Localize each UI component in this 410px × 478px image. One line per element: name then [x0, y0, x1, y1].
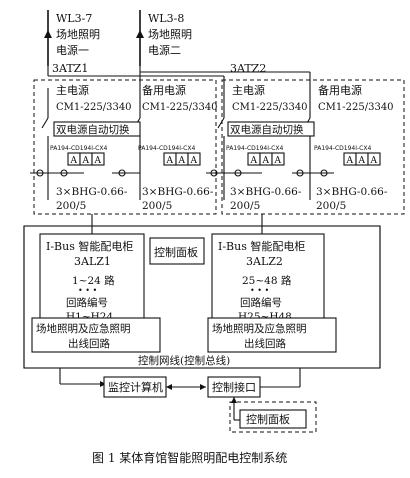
meter-cell: A: [178, 156, 186, 166]
feeder-1: WL3-7 场地照明 电源一: [44, 10, 100, 66]
network-label: 控制网线(控制总线): [138, 354, 230, 367]
meter-cell: A: [250, 156, 258, 166]
meter-cell: A: [274, 156, 282, 166]
atz-2-meter-backup: PA194-CD194I-CX4: [314, 145, 371, 152]
atz-panel-1: 3ATZ1 主电源 CM1-225/3340 备用电源 CM1-225/3340…: [30, 62, 218, 215]
monitor-computer-label: 监控计算机: [108, 380, 163, 394]
atz-1-main-label: 主电源: [56, 83, 89, 97]
atz-1-ct-backup-1: 3×BHG-0.66-: [142, 186, 214, 198]
cabinet-1-id: 3ALZ1: [74, 255, 111, 268]
outlet-1-line2: 出线回路: [68, 337, 110, 350]
feeder-1-arrow-icon: [44, 30, 52, 38]
atz-2-main-model: CM1-225/3340: [232, 102, 308, 113]
meter-cell: A: [262, 156, 270, 166]
atz-1-backup-label: 备用电源: [142, 83, 186, 97]
atz-2-ct-backup-2: 200/5: [316, 200, 346, 212]
control-interface-label: 控制接口: [212, 380, 256, 394]
cabinet-2-code-label: 回路编号: [240, 296, 282, 309]
atz-2-meter-main-cells: A A A: [247, 152, 285, 166]
atz-2-meter-main: PA194-CD194I-CX4: [226, 145, 283, 152]
atz-2-switch-label: 双电源自动切换: [230, 123, 304, 136]
feeder-2: WL3-8 场地照明 电源二: [136, 10, 192, 66]
feeder-2-label: 场地照明: [148, 27, 192, 41]
cabinet-1: I-Bus 智能配电柜 3ALZ1 1~24 路 • • • 回路编号 H1~H…: [23, 225, 381, 369]
feeder-2-source: 电源二: [148, 43, 181, 57]
ct-icon: [36, 169, 44, 177]
atz-1-id: 3ATZ1: [52, 62, 88, 75]
control-interface-box: 控制接口: [207, 376, 261, 398]
atz-1-meter-backup-cells: A A A: [163, 152, 201, 166]
atz-1-meter-main: PA194-CD194I-CX4: [50, 145, 107, 152]
cabinet-1-code-label: 回路编号: [66, 296, 108, 309]
ct-icon: [296, 169, 304, 177]
outlet-2: 场地照明及应急照明 出线回路: [207, 317, 337, 353]
ct-icon: [60, 169, 68, 177]
cabinet-2-range: 25~48 路: [242, 274, 292, 287]
arrow-left-icon: [166, 384, 172, 390]
cabinet-2-dots: • • •: [250, 286, 269, 295]
meter-cell: A: [346, 156, 354, 166]
atz-2-main-label: 主电源: [232, 83, 265, 97]
meter-cell: A: [190, 156, 198, 166]
atz-2-main-breaker-icon: [217, 117, 225, 129]
atz-1-main-breaker-icon: [41, 117, 49, 129]
atz-1-backup-model: CM1-225/3340: [142, 102, 218, 113]
outlet-2-line2: 出线回路: [244, 337, 286, 350]
cabinet-1-dots: • • •: [78, 286, 97, 295]
atz-2-transfer-switch: [227, 121, 315, 137]
figure-caption: 图 1 某体育馆智能照明配电控制系统: [92, 450, 287, 465]
cabinet-1-title: I-Bus 智能配电柜: [46, 239, 133, 253]
outlet-1-line1: 场地照明及应急照明: [36, 322, 131, 335]
atz-2-meter-backup-cells: A A A: [343, 152, 381, 166]
atz-2-ct-backup-1: 3×BHG-0.66-: [316, 186, 388, 198]
meter-cell: A: [82, 156, 90, 166]
ct-icon: [320, 169, 328, 177]
control-panel-middle: 控制面板: [149, 237, 205, 265]
atz-1-ct-main-2: 200/5: [56, 200, 86, 212]
atz-panel-2: 3ATZ2 主电源 CM1-225/3340 备用电源 CM1-225/3340…: [206, 62, 405, 215]
ct-icon: [234, 169, 242, 177]
meter-cell: A: [94, 156, 102, 166]
atz-1-main-model: CM1-225/3340: [56, 102, 132, 113]
atz-2-backup-model: CM1-225/3340: [318, 102, 394, 113]
atz-1-meter-backup: PA194-CD194I-CX4: [138, 145, 195, 152]
cabinet-1-range: 1~24 路: [72, 274, 115, 287]
atz-2-backup-label: 备用电源: [318, 83, 362, 97]
ct-icon: [118, 169, 126, 177]
atz-2-ct-main-1: 3×BHG-0.66-: [230, 186, 302, 198]
cabinet-2-id: 3ALZ2: [246, 255, 283, 268]
outlet-2-line1: 场地照明及应急照明: [212, 322, 307, 335]
feeder-1-id: WL3-7: [56, 12, 92, 25]
atz-2-id: 3ATZ2: [230, 62, 266, 75]
monitor-computer-box: 监控计算机: [103, 376, 167, 398]
feeder-1-label: 场地照明: [56, 27, 100, 41]
feeder-2-id: WL3-8: [148, 12, 184, 25]
atz-1-meter-main-cells: A A A: [67, 152, 105, 166]
atz-1-switch-label: 双电源自动切换: [56, 123, 130, 136]
meter-cell: A: [370, 156, 378, 166]
atz-2-ct-main-2: 200/5: [230, 200, 260, 212]
meter-cell: A: [358, 156, 366, 166]
ct-icon: [210, 169, 218, 177]
atz-1-transfer-switch: [53, 121, 141, 137]
cabinet-2: I-Bus 智能配电柜 3ALZ2 25~48 路 • • • 回路编号 H25…: [211, 233, 325, 327]
feeder-2-arrow-icon: [136, 30, 144, 38]
meter-cell: A: [70, 156, 78, 166]
outlet-1: 场地照明及应急照明 出线回路: [31, 317, 161, 353]
control-panel-bottom-box: 控制面板: [239, 409, 307, 429]
meter-cell: A: [166, 156, 174, 166]
control-panel-bottom-label: 控制面板: [246, 412, 290, 426]
control-panel-label: 控制面板: [154, 245, 198, 259]
feeder-1-source: 电源一: [56, 43, 89, 57]
arrow-right-icon: [200, 384, 206, 390]
atz-1-ct-main-1: 3×BHG-0.66-: [56, 186, 128, 198]
cabinet-2-title: I-Bus 智能配电柜: [218, 239, 305, 253]
atz-1-ct-backup-2: 200/5: [142, 200, 172, 212]
arrow-right-icon: [100, 381, 106, 387]
